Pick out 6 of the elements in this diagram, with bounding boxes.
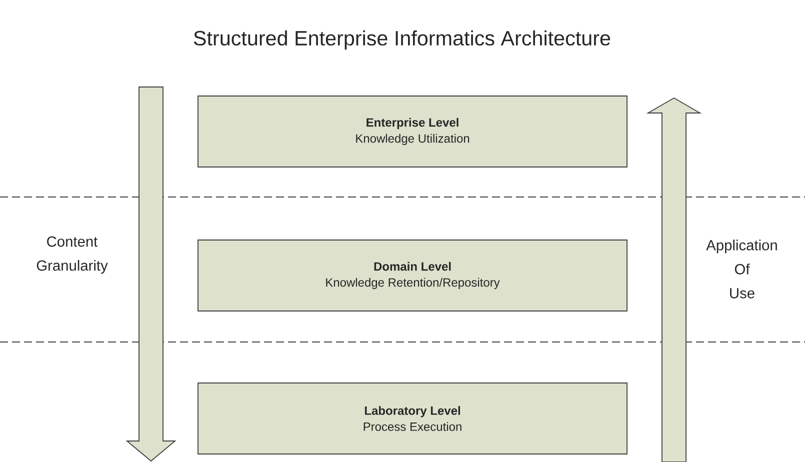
side-label: Content Granularity (36, 236, 108, 274)
title: Structured Enterprise Informatics Architecture (194, 30, 610, 50)
level-box: Laboratory Level Process Execution (198, 382, 628, 454)
level-box: Domain Level Knowledge Retention/Repository (198, 240, 628, 312)
level-box: Enterprise Level Knowledge Utilization (198, 96, 628, 168)
side-label: Application Of Use (706, 240, 777, 298)
